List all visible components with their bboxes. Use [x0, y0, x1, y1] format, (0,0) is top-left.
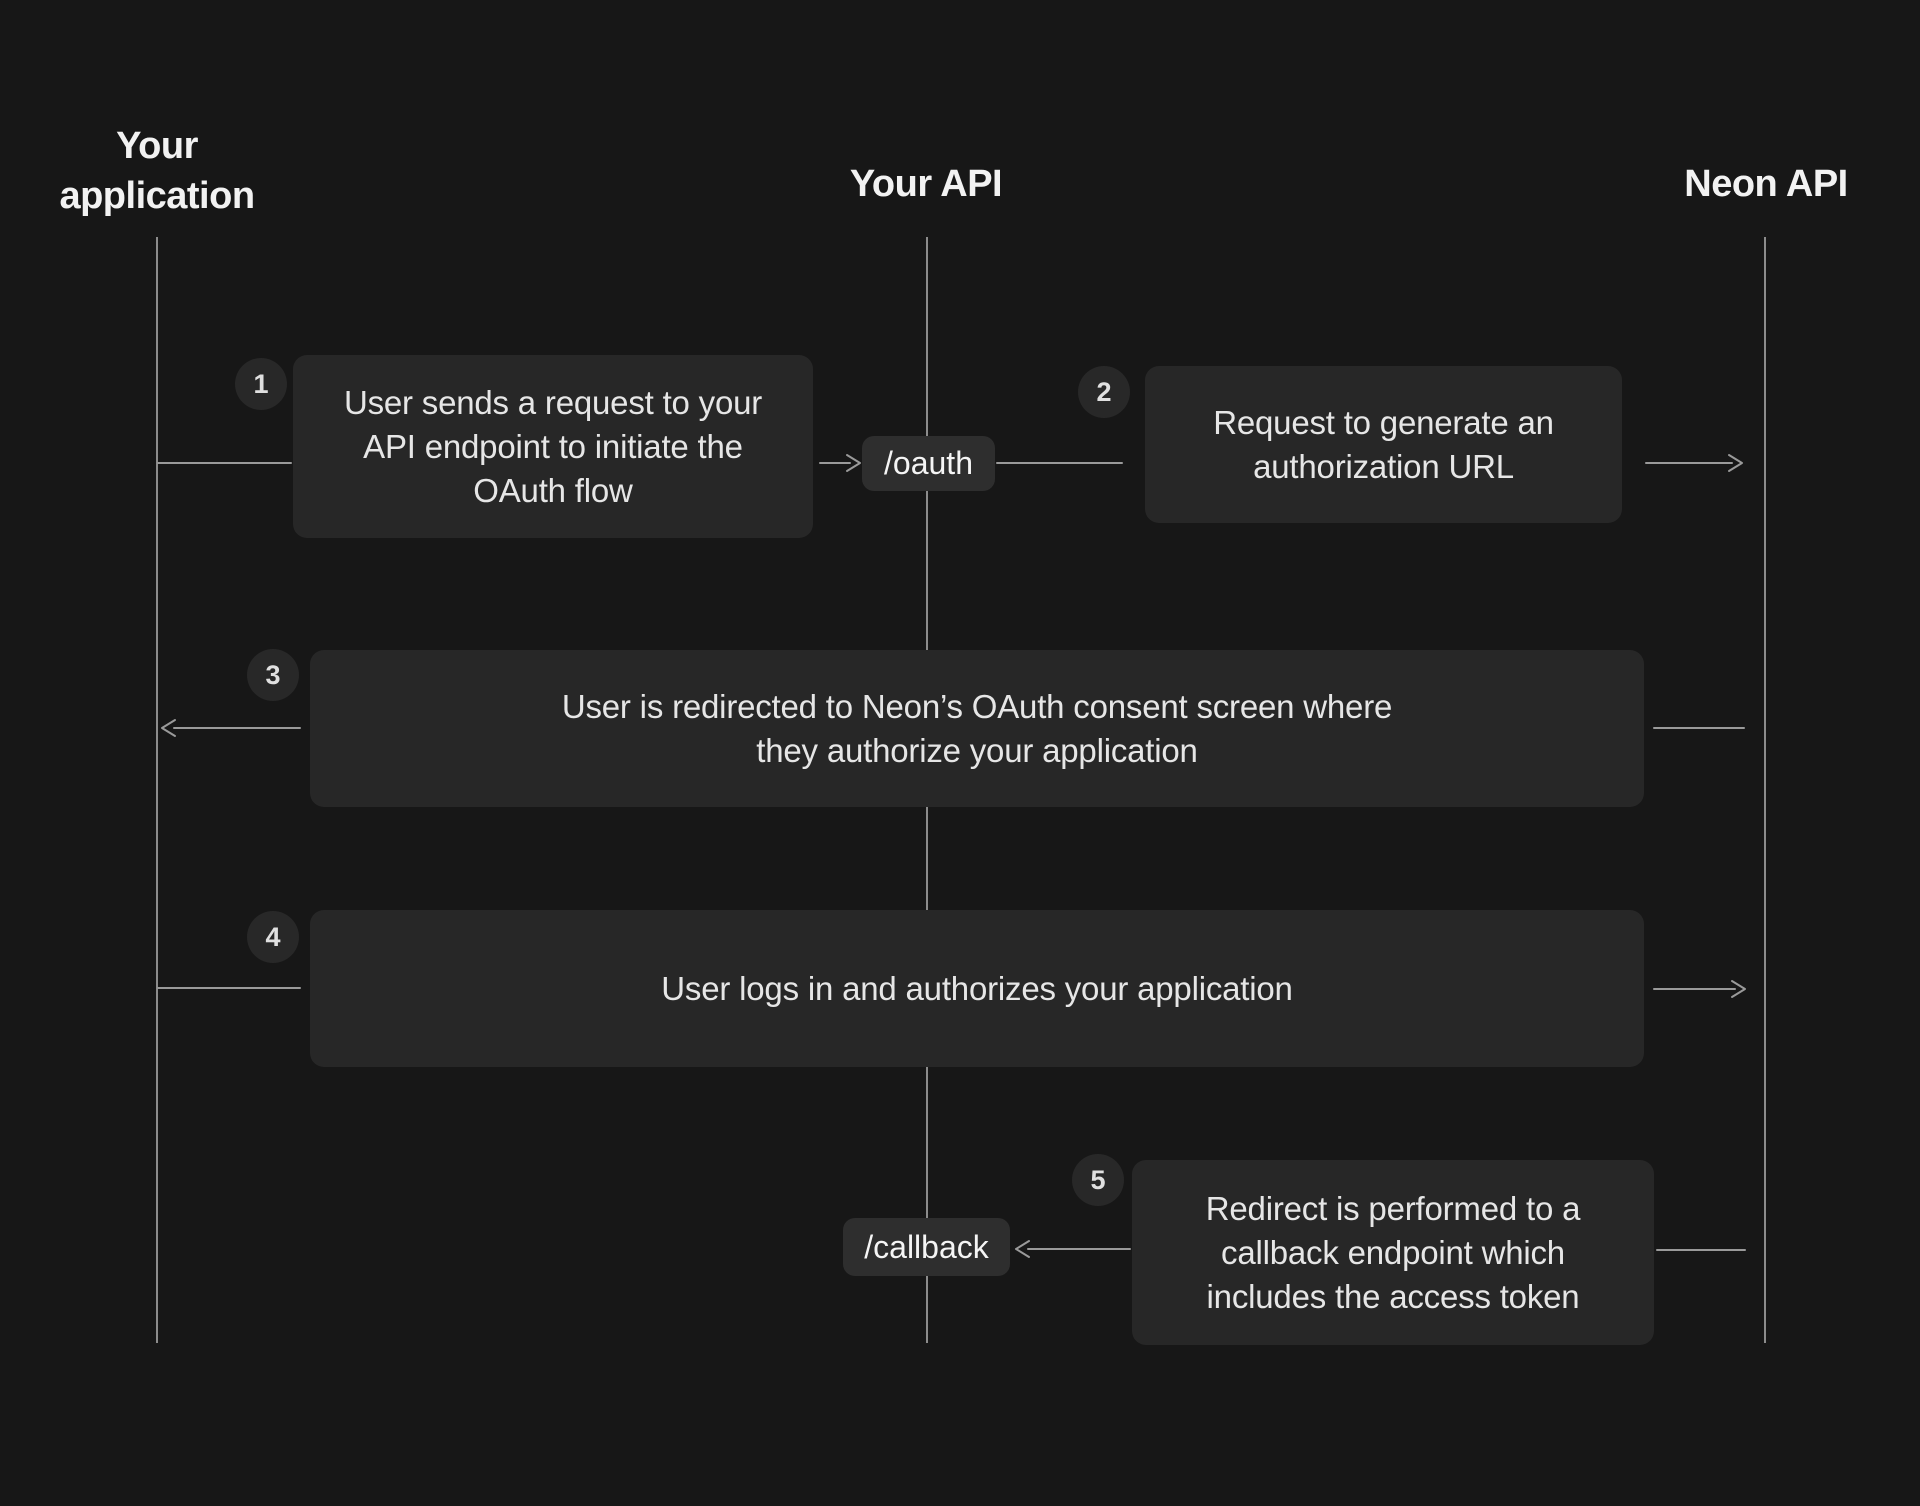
step-1-text-line: API endpoint to initiate the: [363, 427, 743, 465]
arrowhead-right-oauth: [846, 454, 861, 472]
actor-your-application-line-2: application: [59, 175, 255, 217]
actor-your-application: Your application: [17, 121, 297, 221]
step-5-number-badge: 5: [1072, 1154, 1124, 1206]
actor-neon-api: Neon API: [1684, 163, 1848, 205]
step-2-text-line: authorization URL: [1253, 447, 1514, 485]
step-5-text-line: Redirect is performed to a: [1205, 1189, 1581, 1227]
step-3-number-badge: 3: [247, 649, 299, 701]
lifeline-your-application: [156, 237, 158, 1343]
step-2-text-line: Request to generate an: [1213, 403, 1554, 441]
step-4-number-badge: 4: [247, 911, 299, 963]
step-5-text-line: includes the access token: [1206, 1277, 1580, 1315]
step-5-text-line: callback endpoint which: [1221, 1233, 1565, 1271]
actor-your-application-line-1: Your: [116, 125, 198, 167]
step-1-number-badge: 1: [235, 358, 287, 410]
step-3-text-line: they authorize your application: [756, 731, 1198, 769]
step-5-message-box: Redirect is performed to a callback endp…: [1132, 1160, 1654, 1345]
arrowhead-right-neon-step2: [1728, 454, 1743, 472]
arrowhead-right-neon-step4: [1731, 980, 1746, 998]
arrowhead-left-callback: [1015, 1240, 1030, 1258]
actor-your-api: Your API: [849, 163, 1003, 205]
endpoint-callback: /callback: [843, 1218, 1010, 1276]
step-1-message-box: User sends a request to your API endpoin…: [293, 355, 813, 538]
step-1-text-line: User sends a request to your: [343, 383, 763, 421]
arrowhead-left-app-step3: [161, 719, 176, 737]
step-3-message-box: User is redirected to Neon’s OAuth conse…: [310, 650, 1644, 807]
step-4-text-line: User logs in and authorizes your applica…: [661, 969, 1293, 1007]
step-3-text-line: User is redirected to Neon’s OAuth conse…: [561, 687, 1393, 725]
step-2-message-box: Request to generate an authorization URL: [1145, 366, 1622, 523]
endpoint-oauth: /oauth: [862, 436, 995, 491]
step-2-number-badge: 2: [1078, 366, 1130, 418]
lifeline-neon-api: [1764, 237, 1766, 1343]
step-1-text-line: OAuth flow: [473, 471, 633, 509]
step-4-message-box: User logs in and authorizes your applica…: [310, 910, 1644, 1067]
